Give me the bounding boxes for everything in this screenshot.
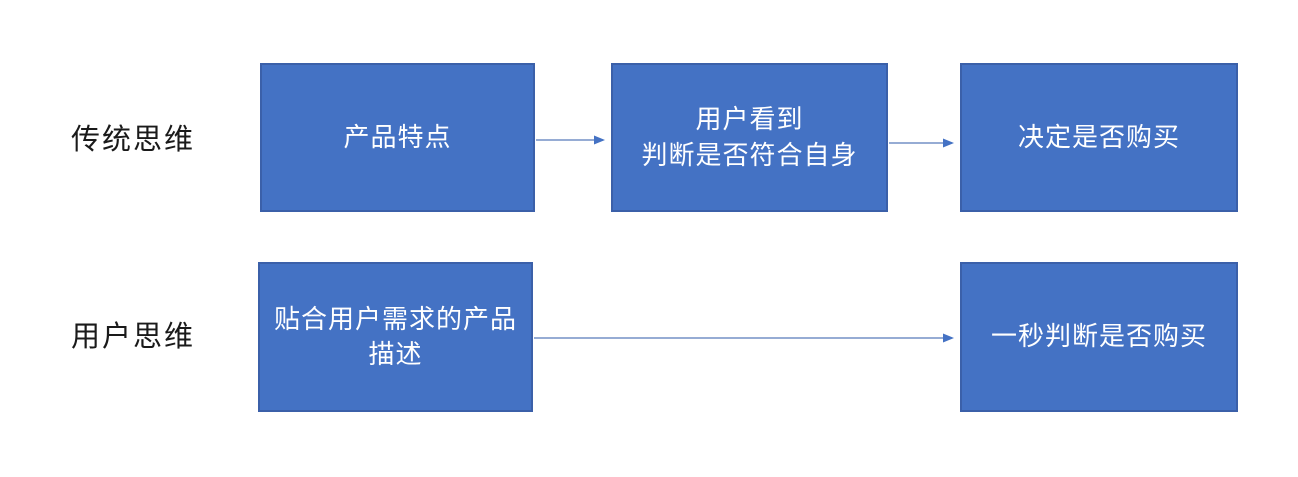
- flow-box-one-second-buy-decision: 一秒判断是否购买: [960, 262, 1238, 412]
- row-label-traditional-thinking: 传统思维: [71, 124, 196, 156]
- flow-box-user-sees-judges-fit: 用户看到 判断是否符合自身: [611, 63, 888, 212]
- flow-box-product-features: 产品特点: [260, 63, 535, 212]
- flow-box-decide-to-buy: 决定是否购买: [960, 63, 1238, 212]
- flow-box-user-need-product-description: 贴合用户需求的产品 描述: [258, 262, 533, 412]
- row-label-user-thinking: 用户思维: [71, 321, 196, 353]
